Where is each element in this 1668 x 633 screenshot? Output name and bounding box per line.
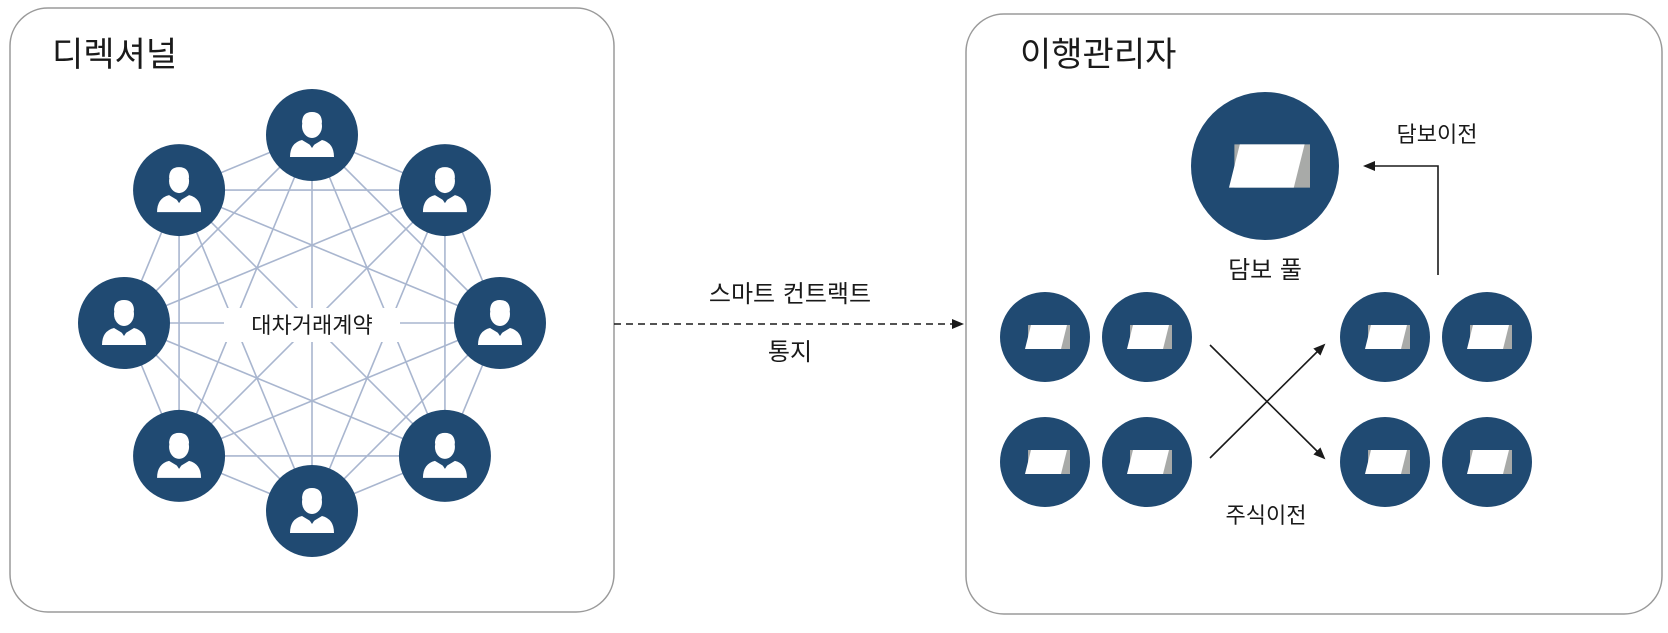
user-icon	[157, 167, 202, 213]
asset-node	[1442, 292, 1532, 382]
collateral-pool: 담보 풀	[1191, 92, 1339, 284]
collateral-pool-label: 담보 풀	[1228, 256, 1302, 284]
mesh-line	[311, 189, 446, 512]
mesh-line	[123, 322, 446, 457]
right-panel-title: 이행관리자	[1020, 35, 1176, 75]
right-panel: 이행관리자 담보 풀 담보이전 주식이전	[965, 13, 1663, 615]
user-node	[454, 277, 546, 369]
asset-card-icon	[1365, 325, 1410, 349]
user-node	[266, 465, 358, 557]
share-transfer-arrow-up	[1209, 343, 1326, 459]
collateral-transfer-label: 담보이전	[1397, 123, 1478, 148]
user-icon	[102, 300, 146, 345]
asset-node	[1000, 417, 1090, 507]
connector-top-label: 스마트 컨트랙트	[709, 280, 871, 308]
asset-node	[1340, 417, 1430, 507]
share-transfer-label: 주식이전	[1226, 504, 1307, 529]
asset-card-icon	[1025, 450, 1070, 474]
user-node	[398, 144, 491, 237]
asset-card-icon	[1467, 450, 1512, 474]
user-icon	[290, 112, 334, 157]
mesh-line	[311, 134, 446, 457]
user-icon	[478, 300, 522, 345]
asset-card-icon	[1025, 325, 1070, 349]
user-icon	[422, 432, 467, 478]
contract-center-label: 대차거래계약	[251, 314, 372, 339]
left-panel-title: 디렉셔널	[52, 35, 177, 75]
asset-card-icon	[1127, 450, 1172, 474]
collateral-pool-asset-icon	[1229, 144, 1310, 188]
user-node	[78, 277, 170, 369]
asset-card-icon	[1467, 325, 1512, 349]
center-label-backdrop	[224, 308, 400, 342]
asset-node	[1000, 292, 1090, 382]
user-icon	[157, 432, 202, 478]
mesh-line	[178, 134, 313, 457]
connector: 스마트 컨트랙트 통지	[614, 280, 964, 366]
asset-node	[1442, 417, 1532, 507]
asset-card-icon	[1127, 325, 1172, 349]
asset-card-icon	[1365, 450, 1410, 474]
asset-node	[1340, 292, 1430, 382]
user-node	[133, 144, 226, 237]
user-node	[398, 409, 491, 502]
user-node	[266, 89, 358, 181]
asset-nodes	[1000, 292, 1532, 507]
user-icon	[422, 167, 467, 213]
mesh-line	[178, 189, 501, 324]
user-nodes	[78, 89, 546, 557]
left-panel: 디렉셔널 대차거래계약	[9, 7, 615, 613]
connector-bottom-label: 통지	[768, 338, 812, 366]
user-node	[133, 409, 226, 502]
mesh-line	[123, 189, 446, 324]
asset-node	[1102, 292, 1192, 382]
collateral-transfer-arrow	[1363, 161, 1439, 275]
mesh-line	[178, 189, 313, 512]
asset-node	[1102, 417, 1192, 507]
mesh-line	[178, 322, 501, 457]
user-icon	[290, 488, 334, 533]
